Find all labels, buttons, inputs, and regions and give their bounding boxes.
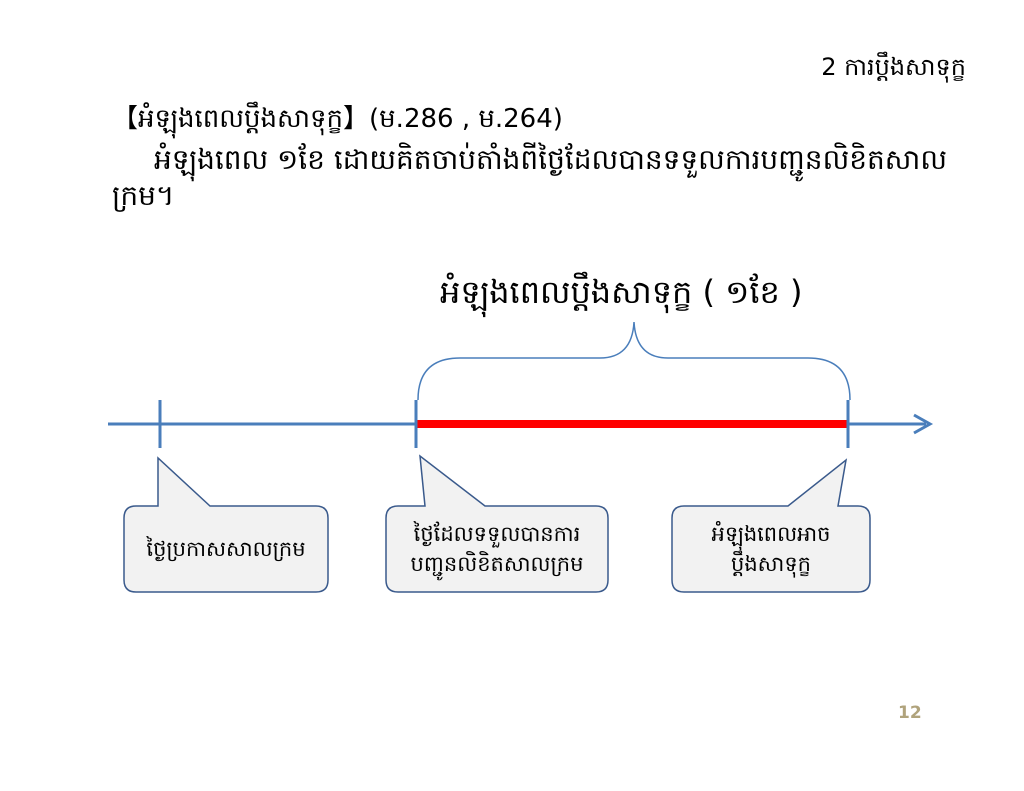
callout-text-line1: ថ្ងៃដែលទទួលបានការ (413, 522, 581, 546)
callout-shape-1 (123, 456, 329, 593)
callout-appeal-period: អំឡុងពេលអាច ប្ដឹងសាទុក្ខ (672, 506, 870, 592)
callout-text-line1: អំឡុងពេលអាច (711, 522, 831, 546)
callout-delivery-day: ថ្ងៃដែលទទួលបានការ បញ្ជូនលិខិតសាលក្រម (386, 506, 608, 592)
callout-judgment-day: ថ្ងៃប្រកាសសាលក្រម (124, 506, 328, 592)
callout-text: ថ្ងៃប្រកាសសាលក្រម (146, 537, 306, 561)
section-title: 2 ការប្ដឹងសាទុក្ខ (821, 53, 966, 81)
period-brace (417, 321, 851, 401)
callout-text-line2: បញ្ជូនលិខិតសាលក្រម (410, 552, 584, 576)
arrow-head-icon (913, 413, 934, 435)
callout-shape-3 (671, 458, 871, 593)
heading: 【អំឡុងពេលប្ដឹងសាទុក្ខ】(ម.286 , ម.264) (112, 104, 563, 134)
callout-text-line2: ប្ដឹងសាទុក្ខ (731, 552, 811, 576)
period-label: អំឡុងពេលប្ដឹងសាទុក្ខ ( ១ខែ ) (440, 273, 803, 311)
body-text: អំឡុងពេល ១ខែ ដោយគិតចាប់តាំងពីថ្ងៃដែលបានទ… (112, 143, 947, 212)
page-number: 12 (898, 703, 922, 723)
callout-shape-2 (385, 454, 609, 593)
